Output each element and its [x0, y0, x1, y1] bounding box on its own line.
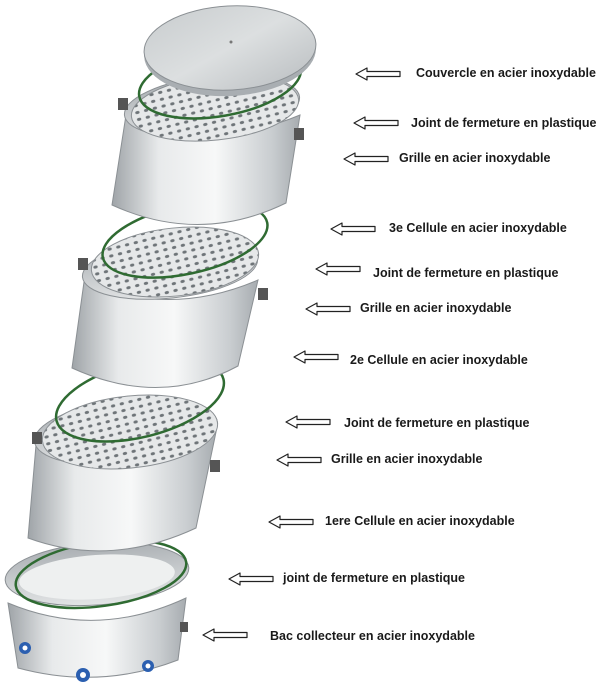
arrow-left-icon [202, 628, 248, 642]
arrow-left-icon [268, 515, 314, 529]
arrow-left-icon [330, 222, 376, 236]
part-label: Couvercle en acier inoxydable [416, 66, 596, 80]
part-label: Grille en acier inoxydable [331, 452, 483, 466]
part-label: Bac collecteur en acier inoxydable [270, 629, 475, 643]
lid [143, 5, 317, 97]
grid-2 [90, 226, 260, 298]
part-label: joint de fermeture en plastique [283, 571, 465, 585]
arrow-left-icon [228, 572, 274, 586]
part-label: 1ere Cellule en acier inoxydable [325, 514, 515, 528]
arrow-left-icon [305, 302, 351, 316]
part-label: Joint de fermeture en plastique [373, 266, 559, 280]
arrow-left-icon [353, 116, 399, 130]
part-label: Joint de fermeture en plastique [411, 116, 597, 130]
part-label: Grille en acier inoxydable [360, 301, 512, 315]
grid-1 [41, 394, 219, 470]
arrow-left-icon [343, 152, 389, 166]
part-label: Grille en acier inoxydable [399, 151, 551, 165]
arrow-left-icon [285, 415, 331, 429]
part-label: 3e Cellule en acier inoxydable [389, 221, 567, 235]
arrow-left-icon [276, 453, 322, 467]
part-label: Joint de fermeture en plastique [344, 416, 530, 430]
arrow-left-icon [315, 262, 361, 276]
arrow-left-icon [293, 350, 339, 364]
part-label: 2e Cellule en acier inoxydable [350, 353, 528, 367]
arrow-left-icon [355, 67, 401, 81]
wheels [19, 642, 154, 682]
